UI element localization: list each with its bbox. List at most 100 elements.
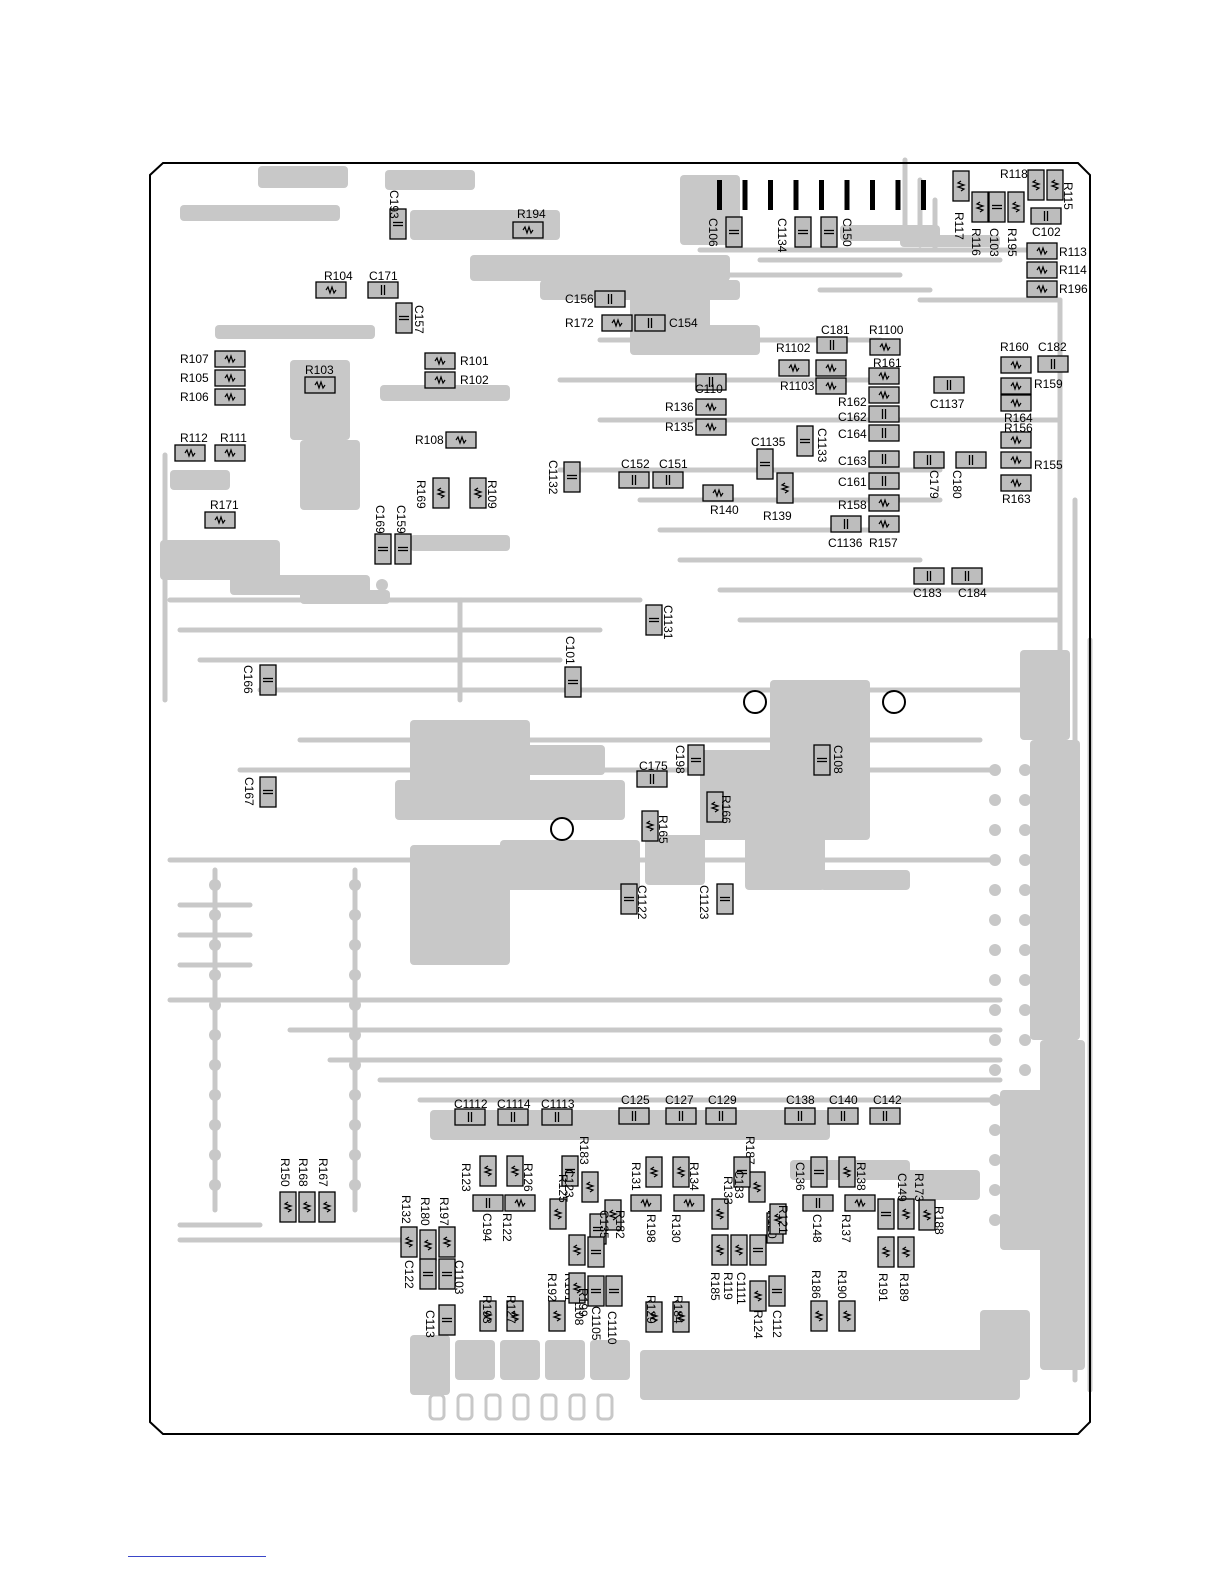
copper-pour — [1000, 1090, 1050, 1250]
via-pad — [989, 884, 1001, 896]
component-c123: C123 — [561, 1155, 579, 1198]
via-pad — [209, 1119, 221, 1131]
component-r199: R199 — [568, 1272, 590, 1317]
component-label: R125 — [556, 1174, 570, 1203]
component-label: R115 — [1061, 182, 1075, 210]
copper-pour — [1020, 650, 1070, 740]
component-c1133: C1133 — [796, 425, 829, 463]
component-c1132: C1132 — [546, 460, 581, 495]
component-body — [868, 405, 900, 423]
component-label: C1103 — [452, 1260, 466, 1295]
component-r105: R105 — [180, 369, 246, 387]
copper-pour — [500, 1340, 540, 1380]
component-label: R168 — [296, 1158, 310, 1187]
connector-pad — [596, 1393, 614, 1421]
component-label: R119 — [721, 1272, 735, 1300]
component-label: R196 — [1059, 282, 1088, 296]
via-pad — [1019, 1124, 1031, 1136]
copper-pour — [500, 840, 640, 890]
component-label: R164 — [1004, 411, 1033, 425]
via-pad — [1019, 974, 1031, 986]
component-label: R135 — [665, 420, 694, 434]
component-body — [716, 883, 734, 915]
header-pin — [921, 180, 926, 210]
component-body — [830, 515, 862, 533]
via-pad — [232, 579, 244, 591]
component-label: C159 — [394, 505, 408, 534]
component-c1110: C1110 — [605, 1275, 623, 1345]
component-body — [725, 216, 743, 248]
component-c156: C156 — [565, 290, 626, 308]
component-label: R180 — [418, 1197, 432, 1226]
component-label: C184 — [958, 586, 987, 600]
component-label: R133 — [721, 1176, 735, 1205]
component-label: C142 — [873, 1093, 902, 1107]
component-body — [1037, 355, 1069, 373]
component-r169: R169 — [414, 477, 450, 509]
component-c142: C142 — [869, 1093, 902, 1125]
component-body — [749, 1234, 767, 1266]
component-r135: R135 — [665, 418, 727, 436]
copper-pour — [170, 470, 230, 490]
component-c181: C181 — [816, 323, 850, 354]
component-r101: R101 — [424, 352, 489, 370]
via-pad — [209, 879, 221, 891]
component-label: C122 — [402, 1260, 416, 1289]
component-r1102: R1102 — [776, 341, 811, 377]
component-c1112: C1112 — [454, 1097, 488, 1126]
component-body — [564, 666, 582, 698]
component-r108: R108 — [415, 431, 477, 449]
component-r155: R155 — [1000, 451, 1063, 472]
component-c108: C108 — [813, 744, 845, 776]
component-label: C101 — [563, 636, 577, 665]
component-body — [820, 216, 838, 248]
component-label: R160 — [1000, 340, 1029, 354]
component-c1122: C1122 — [620, 883, 649, 920]
component-label: R172 — [565, 316, 594, 330]
via-pad — [989, 1184, 1001, 1196]
component-c154: C154 — [634, 314, 698, 332]
component-r113: R113 — [1026, 242, 1087, 260]
component-c136: C136 — [793, 1156, 828, 1191]
component-c1103: C1103 — [438, 1258, 466, 1295]
component-c159: C159 — [394, 505, 412, 565]
component-label: R1102 — [776, 341, 811, 355]
component-label: C1134 — [775, 218, 789, 253]
component-label: R113 — [1059, 245, 1087, 259]
copper-pour — [215, 325, 375, 339]
via-pad — [286, 579, 298, 591]
component-r184: R184 — [671, 1295, 690, 1333]
component-r163: R163 — [1000, 474, 1032, 506]
component-label: C103 — [987, 228, 1001, 257]
component-c103: C103 — [987, 191, 1006, 257]
copper-pour — [590, 1340, 630, 1380]
component-label: C1131 — [661, 605, 675, 640]
component-c1136: C1136 — [828, 515, 863, 550]
component-body — [374, 533, 392, 565]
component-r185: R185 — [708, 1234, 729, 1301]
component-label: R121 — [776, 1205, 790, 1234]
mounting-hole — [743, 690, 767, 714]
component-label: R156 — [1004, 421, 1033, 435]
component-r118: R118 — [1000, 167, 1045, 201]
component-label: C133 — [732, 1170, 746, 1199]
component-body — [652, 471, 684, 489]
component-c112: C112 — [768, 1275, 786, 1338]
component-label: C169 — [373, 505, 387, 534]
component-label: C1113 — [541, 1097, 575, 1111]
component-label: R157 — [869, 536, 898, 550]
via-pad — [989, 764, 1001, 776]
component-body — [913, 567, 945, 585]
component-r114: R114 — [1026, 261, 1087, 279]
component-label: C151 — [659, 457, 688, 471]
component-r117: R117 — [952, 170, 970, 240]
component-r192: R192 — [545, 1273, 566, 1332]
component-r115: R115 — [1046, 169, 1075, 210]
component-label: C106 — [706, 218, 720, 247]
copper-pour — [470, 255, 730, 281]
component-c182: C182 — [1037, 340, 1069, 373]
component-r1101 — [815, 359, 847, 377]
component-body — [389, 208, 407, 240]
component-label: C1122 — [635, 885, 649, 920]
via-pad — [209, 1059, 221, 1071]
